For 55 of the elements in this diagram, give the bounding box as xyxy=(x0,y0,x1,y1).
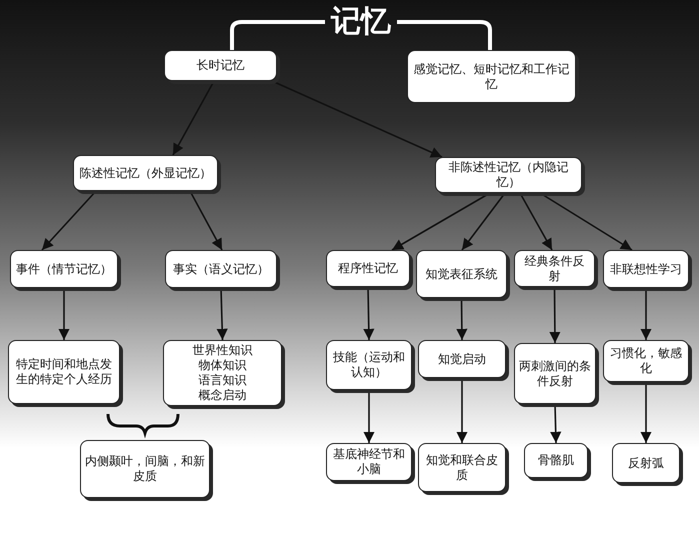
memory-box xyxy=(8,340,120,404)
bracket-connector xyxy=(397,20,492,50)
memory-box xyxy=(514,250,595,287)
arrow xyxy=(456,298,468,340)
memory-box xyxy=(163,340,282,406)
memory-box xyxy=(603,340,689,382)
box-label: 经典条件反射 xyxy=(524,254,586,284)
box-label: 反射弧 xyxy=(628,456,664,470)
box-label: 技能（运动和认知） xyxy=(332,350,406,380)
memory-box xyxy=(416,250,507,298)
memory-box xyxy=(514,343,596,404)
box-label: 骨骼肌 xyxy=(538,453,574,468)
box-label: 长时记忆 xyxy=(196,58,244,73)
box-label: 基底神经节和小脑 xyxy=(332,447,406,477)
memory-box xyxy=(603,250,689,288)
arrow xyxy=(640,288,652,340)
arrow xyxy=(363,390,375,443)
memory-box xyxy=(165,250,277,288)
box-label: 概念启动 xyxy=(198,388,246,403)
box-label: 事实（语义记忆） xyxy=(173,262,269,276)
box-label: 特定时间和地点发生的特定个人经历 xyxy=(15,357,113,387)
memory-box xyxy=(164,50,277,81)
arrow xyxy=(640,382,652,443)
arrow xyxy=(456,378,468,443)
box-label: 语言知识 xyxy=(198,373,246,388)
diagram-title: 记忆 xyxy=(325,4,397,40)
bracket-connector xyxy=(230,20,325,50)
memory-box xyxy=(612,443,680,483)
memory-box xyxy=(418,443,506,492)
arrow xyxy=(58,288,70,340)
box-label: 两刺激间的条件反射 xyxy=(519,358,591,388)
memory-box xyxy=(418,340,506,378)
memory-box xyxy=(326,340,412,390)
box-label: 感觉记忆、短时记忆和工作记忆 xyxy=(412,62,570,92)
memory-box xyxy=(326,250,410,287)
box-label: 事件（情节记忆） xyxy=(16,262,112,276)
box-label: 程序性记忆 xyxy=(338,261,398,276)
memory-box xyxy=(435,157,582,193)
box-label: 知觉表征系统 xyxy=(426,266,498,282)
box-label: 知觉和联合皮质 xyxy=(425,452,499,482)
memory-box xyxy=(80,440,210,498)
box-label: 非陈述性记忆（内隐记忆） xyxy=(448,160,570,190)
box-label: 非联想性学习 xyxy=(610,262,682,276)
box-label: 习惯化，敏感化 xyxy=(609,346,683,376)
box-label: 内侧颞叶，间脑，和新皮质 xyxy=(85,454,205,484)
memory-box xyxy=(326,443,412,481)
arrow xyxy=(549,287,560,343)
box-label: 物体知识 xyxy=(198,358,246,373)
box-label: 知觉启动 xyxy=(438,352,486,366)
memory-box xyxy=(407,50,576,103)
box-label: 世界性知识 xyxy=(192,343,252,358)
memory-box xyxy=(10,250,118,288)
memory-box xyxy=(73,155,218,191)
box-label: 陈述性记忆（外显记忆） xyxy=(80,166,212,180)
memory-box xyxy=(524,443,588,478)
